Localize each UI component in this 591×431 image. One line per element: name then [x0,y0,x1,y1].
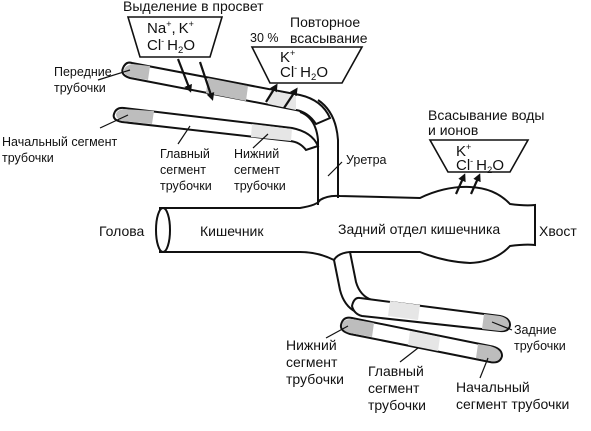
initial-segment-bottom-2: сегмент трубочки [456,396,569,412]
main-segment-top-1: Главный [160,147,210,161]
svg-text:K+: K+ [456,142,471,160]
main-segment-top-3: трубочки [160,179,212,193]
reabsorption-ions: K+ Cl-H2O [280,48,328,83]
svg-text:Cl-H2O: Cl-H2O [456,156,504,176]
svg-text:K+: K+ [280,48,295,66]
lower-segment-top-1: Нижний [234,147,279,161]
absorption-ions: K+ Cl-H2O [456,142,504,176]
arrow-in-2 [198,61,215,101]
lower-segment-bottom-1: Нижний [286,337,337,353]
absorption-box [428,139,530,173]
intestine-tube [155,185,536,265]
lower-segment-top-2: сегмент [234,163,280,177]
svg-text:Na+,K+: Na+,K+ [147,19,194,37]
absorption-title-2: и ионов [428,122,478,138]
head-label: Голова [99,223,145,239]
lower-segment-top-3: трубочки [234,179,286,193]
lower-tubule-segments [339,316,504,364]
reabsorption-pct: 30 % [250,31,279,45]
lower-segment-bottom-3: трубочки [286,371,344,387]
leader-lines [97,69,513,379]
secretion-ions: Na+,K+ Cl-H2O [147,19,195,56]
secretion-box [126,16,224,58]
initial-segment-top-2: трубочки [2,151,54,165]
arrow-in-1 [176,58,192,93]
reabsorption-title-2: всасывание [290,30,368,46]
tail-label: Хвост [539,223,577,239]
anterior-tubules-1: Передние [54,65,112,79]
intestine-opening [155,207,171,253]
upper-tubule-anterior [121,61,332,126]
reabsorption-box [250,46,364,84]
arrow-out-2 [283,87,298,109]
main-segment-top-2: сегмент [160,163,206,177]
arrow-up-1 [454,173,466,195]
reabsorption-title-1: Повторное [290,14,360,30]
absorption-arrows [454,173,481,195]
upper-ureter [299,99,339,205]
lower-tubule-posterior [350,296,512,333]
secretion-title: Выделение в просвет [123,0,264,14]
ureter-label: Уретра [346,153,387,167]
svg-text:Cl-H2O: Cl-H2O [280,63,328,83]
reabsorption-arrows [265,83,298,109]
upper-tubule-segments [112,106,320,152]
absorption-title-1: Всасывание воды [428,107,544,123]
arrow-out-1 [265,83,278,103]
main-segment-bottom-3: трубочки [368,397,426,413]
main-segment-bottom-1: Главный [368,363,424,379]
labels: Выделение в просвет Na+,K+ Cl-H2O 30 % П… [2,0,577,413]
lower-segment-bottom-2: сегмент [286,354,338,370]
posterior-tubules-2: трубочки [514,339,566,353]
intestine-label: Кишечник [200,223,264,239]
hindgut-label: Задний отдел кишечника [338,221,500,237]
svg-text:Cl-H2O: Cl-H2O [147,36,195,56]
arrow-up-2 [469,173,481,195]
anterior-tubules-2: трубочки [54,81,106,95]
initial-segment-top-1: Начальный сегмент [2,135,118,149]
posterior-tubules-1: Задние [514,323,557,337]
main-segment-bottom-2: сегмент [368,380,420,396]
secretion-arrows [176,58,215,101]
initial-segment-bottom-1: Начальный [456,379,530,395]
